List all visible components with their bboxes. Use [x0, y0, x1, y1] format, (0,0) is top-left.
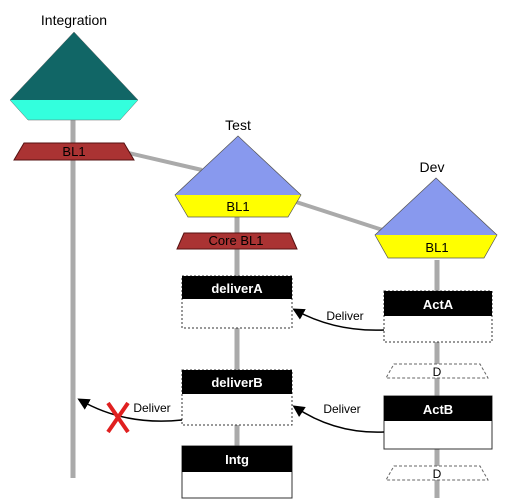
- activity-acta-label: ActA: [423, 297, 454, 312]
- deliver-arrow-acta-label: Deliver: [326, 309, 363, 323]
- activity-actb-label: ActB: [423, 402, 453, 417]
- dev-marker-1: D: [385, 363, 489, 379]
- deliver-arrow-actb-label: Deliver: [323, 402, 360, 416]
- dev-marker-1-label: D: [433, 365, 442, 379]
- activity-delivera-label: deliverA: [211, 281, 263, 296]
- deliver-arrow-integration-label: Deliver: [133, 401, 170, 415]
- activity-box-delivera: deliverA: [181, 275, 293, 329]
- dev-triangle: BL1: [374, 177, 498, 259]
- integration-title: Integration: [41, 12, 107, 28]
- test-core-baseline-label: Core BL1: [209, 233, 264, 248]
- dev-marker-2-label: D: [433, 467, 442, 481]
- test-core-baseline: Core BL1: [176, 232, 298, 250]
- activity-box-actb: ActB: [383, 395, 493, 450]
- activity-box-intg: Intg: [181, 445, 293, 499]
- deliver-arrow-actb: [292, 405, 385, 433]
- dev-marker-2: D: [385, 465, 489, 481]
- integration-to-test-link: [119, 149, 203, 172]
- test-to-dev-link: [289, 198, 399, 237]
- activity-deliverb-label: deliverB: [211, 375, 262, 390]
- activity-box-deliverb: deliverB: [181, 369, 293, 426]
- reject-x-icon: [106, 401, 130, 434]
- test-triangle: BL1: [174, 135, 302, 218]
- dev-baseline-label: BL1: [425, 240, 448, 255]
- dev-title: Dev: [420, 159, 445, 175]
- integration-baseline-label: BL1: [62, 144, 85, 159]
- deliver-arrow-integration: [77, 398, 183, 422]
- activity-intg-label: Intg: [225, 452, 249, 467]
- test-title: Test: [225, 117, 251, 133]
- integration-triangle: [9, 31, 139, 121]
- test-baseline-label: BL1: [226, 199, 249, 214]
- activity-box-acta: ActA: [383, 290, 493, 343]
- integration-baseline: BL1: [13, 142, 135, 161]
- deliver-arrow-acta: [292, 308, 385, 331]
